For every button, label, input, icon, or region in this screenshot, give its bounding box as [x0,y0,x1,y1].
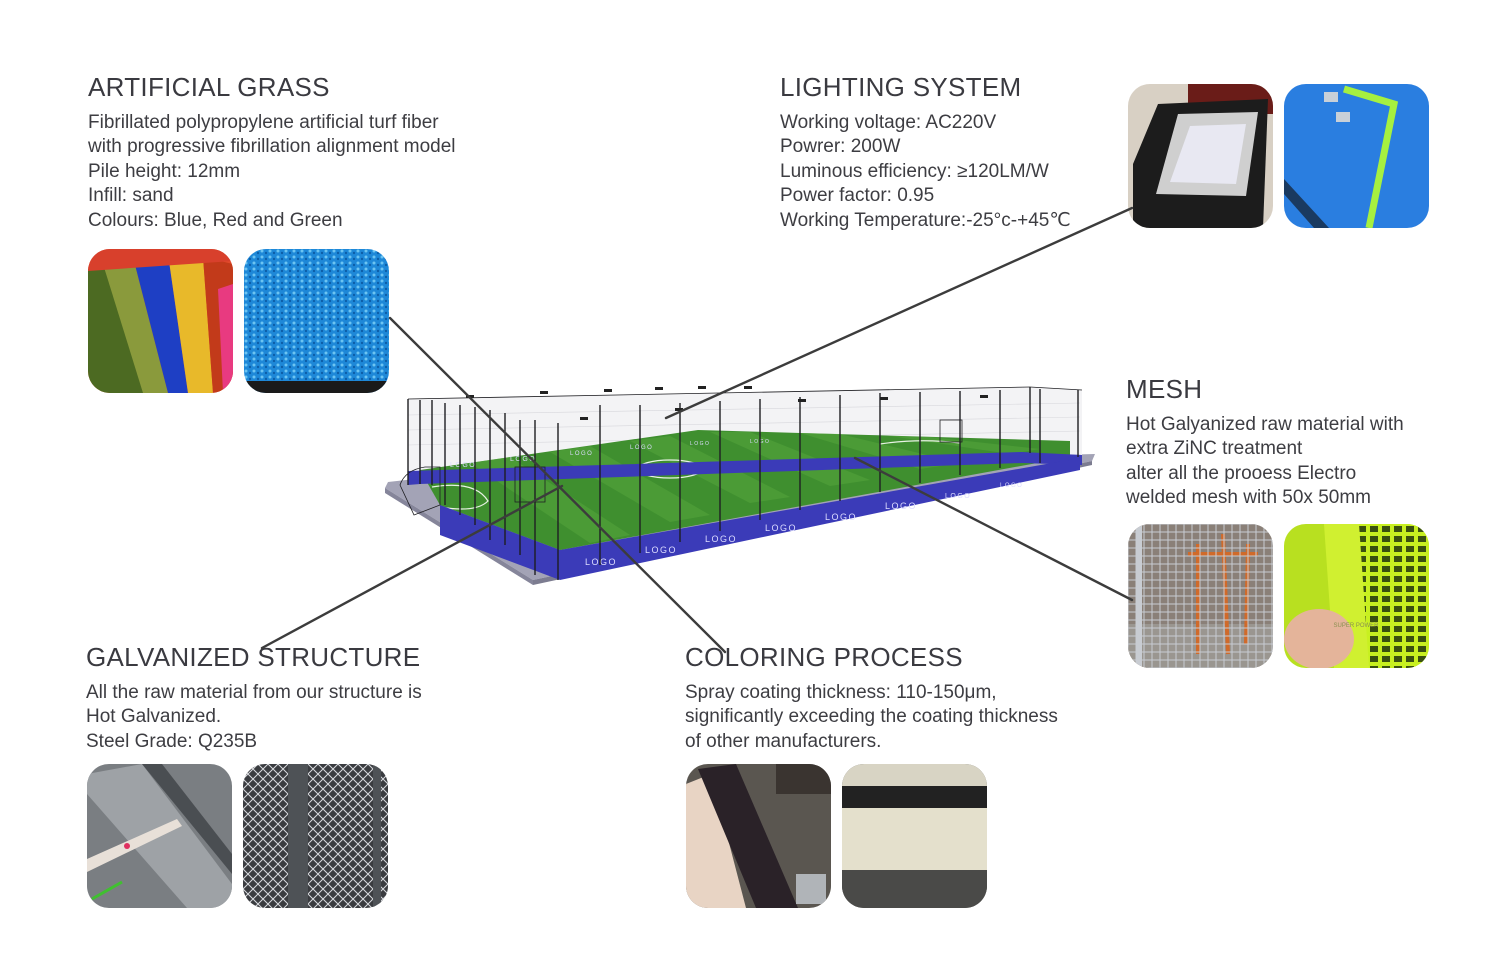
svg-text:LOGO: LOGO [690,441,710,447]
spec-line: welded mesh with 50x 50mm [1126,487,1371,509]
spec-line: Spray coating thickness: 110-150μm, [685,682,997,703]
section-galvanized-structure: GALVANIZED STRUCTURE All the raw materia… [86,642,422,754]
svg-text:LOGO: LOGO [510,456,536,463]
section-title: GALVANIZED STRUCTURE [86,642,421,672]
spec-line: Powrer: 200W [780,136,901,158]
section-artificial-grass: ARTIFICIAL GRASS Fibrillated polypropyle… [88,72,456,233]
mini-soccer-court-render: LOGO LOGO LOGO LOGO LOGO LOGO LOGO LOGO … [380,375,1110,610]
svg-text:SUPER POWER: SUPER POWER [1333,623,1379,629]
spec-line: Colours: Blue, Red and Green [88,209,343,231]
artificial-grass-photos [88,249,389,393]
svg-text:LOGO: LOGO [450,462,476,469]
svg-text:LOGO: LOGO [630,445,653,451]
spec-line: Working Temperature:-25°c-+45℃ [780,209,1071,231]
spec-line: significantly exceeding the coating thic… [685,706,1058,728]
section-lighting-system: LIGHTING SYSTEM Working voltage: AC220V … [780,72,1071,233]
spec-line: with progressive fibrillation alignment … [88,136,456,158]
spec-line: alter all the prooess Electro [1126,462,1357,484]
svg-text:LOGO: LOGO [825,512,857,522]
section-title: COLORING PROCESS [685,642,963,672]
svg-text:LOGO: LOGO [1000,483,1023,489]
mesh-photos: SUPER POWER [1128,524,1429,668]
coloring-process-photos [686,764,987,908]
blue-turf-closeup-image [244,249,389,393]
spec-line: Infill: sand [88,185,174,207]
spec-line: Fibrillated polypropylene artificial tur… [88,112,439,133]
spec-line: Working voltage: AC220V [780,112,997,133]
lighting-system-photos [1128,84,1429,228]
svg-text:LOGO: LOGO [945,493,971,500]
section-mesh: MESH Hot Galyanized raw material with ex… [1126,374,1404,511]
light-pole-sky-image [1284,84,1429,228]
steel-tube-measured-image [87,764,232,908]
spec-line: extra ZiNC treatment [1126,438,1303,460]
green-coated-mesh-image: SUPER POWER [1284,524,1429,668]
svg-text:LOGO: LOGO [765,523,797,533]
spec-line: Luminous efficiency: ≥120LM/W [780,160,1049,182]
spec-line: Power factor: 0.95 [780,185,935,207]
section-title: ARTIFICIAL GRASS [88,72,330,102]
svg-text:LOGO: LOGO [585,557,617,567]
spec-line: All the raw material from our structure … [86,682,422,703]
multicolor-turf-samples-image [88,249,233,393]
spec-line: Steel Grade: Q235B [86,730,258,752]
spec-line: of other manufacturers. [685,730,882,752]
spec-line: Pile height: 12mm [88,160,241,182]
svg-text:LOGO: LOGO [705,534,737,544]
section-title: LIGHTING SYSTEM [780,72,1022,102]
svg-text:LOGO: LOGO [885,501,917,511]
chain-link-structure-image [243,764,388,908]
black-coated-tube-image [686,764,831,908]
spec-line: Hot Galyanized raw material with [1126,414,1404,435]
white-coated-beam-image [842,764,987,908]
svg-text:LOGO: LOGO [570,451,593,457]
section-title: MESH [1126,374,1203,404]
led-floodlight-image [1128,84,1273,228]
spec-line: Hot Galvanized. [86,706,222,728]
section-coloring-process: COLORING PROCESS Spray coating thickness… [685,642,1058,754]
galvanized-structure-photos [87,764,388,908]
svg-text:LOGO: LOGO [645,545,677,555]
welded-mesh-factory-image [1128,524,1273,668]
